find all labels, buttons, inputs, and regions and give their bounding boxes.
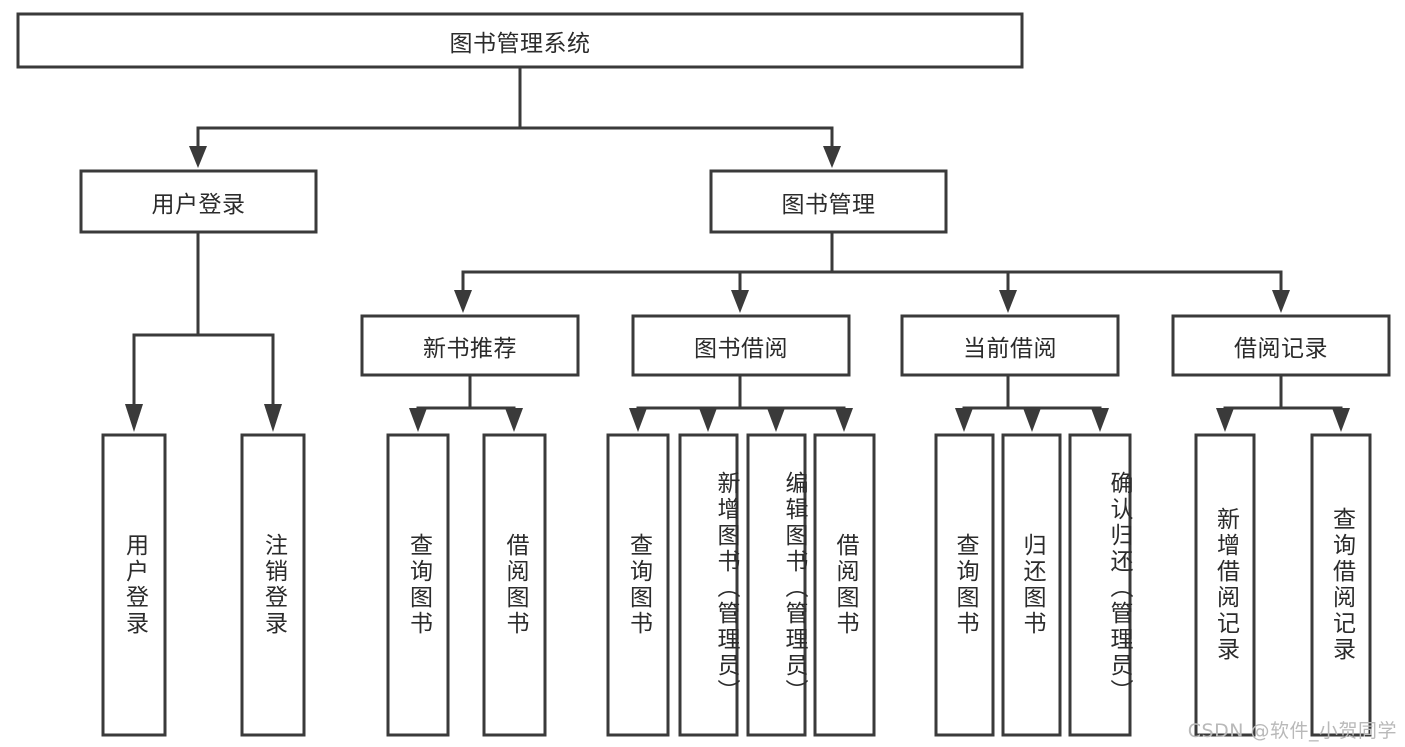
arrowhead-new-book-rec — [454, 290, 472, 313]
leaf-box-bb-borrow-book[interactable] — [813, 433, 876, 737]
node-borrow-record-box[interactable] — [1171, 314, 1391, 377]
leaf-box-cb-confirm-return[interactable] — [1068, 433, 1132, 737]
leaf-box-bb-query-book[interactable] — [606, 433, 670, 737]
leaf-box-bb-add-book[interactable] — [678, 433, 739, 737]
leaf-box-cb-query-book[interactable] — [934, 433, 995, 737]
arrowhead-leaf-logout — [264, 404, 282, 432]
arrowhead-br-leaf-2 — [1332, 408, 1350, 432]
node-user-login-box[interactable] — [79, 169, 318, 234]
arrowhead-bb-leaf-1 — [629, 408, 647, 432]
arrowhead-cb-leaf-3 — [1091, 408, 1109, 432]
arrowhead-leaf-user-login — [125, 404, 143, 432]
arrowhead-book-mgmt — [823, 146, 841, 168]
leaf-box-nb-query-book[interactable] — [386, 433, 450, 737]
arrowhead-borrow-record — [1272, 290, 1290, 313]
arrowhead-br-leaf-1 — [1216, 408, 1234, 432]
leaf-box-bb-edit-book[interactable] — [746, 433, 807, 737]
arrowhead-book-borrow — [731, 290, 749, 313]
arrowhead-bb-leaf-4 — [835, 408, 853, 432]
leaf-box-logout[interactable] — [240, 433, 306, 737]
arrowhead-nb-leaf-1 — [409, 408, 427, 432]
arrowhead-current-borrow — [999, 290, 1017, 313]
arrowhead-bb-leaf-2 — [699, 408, 717, 432]
arrowhead-cb-leaf-2 — [1023, 408, 1041, 432]
leaf-box-nb-borrow-book[interactable] — [482, 433, 547, 737]
arrowhead-bb-leaf-3 — [767, 408, 785, 432]
leaf-box-cb-return-book[interactable] — [1001, 433, 1062, 737]
watermark-text: CSDN @软件_小贺同学 — [1187, 720, 1397, 742]
node-book-borrow-box[interactable] — [631, 314, 851, 377]
leaf-box-br-add-record[interactable] — [1194, 433, 1256, 737]
arrowhead-cb-leaf-1 — [955, 408, 973, 432]
leaf-box-user-login[interactable] — [101, 433, 167, 737]
node-book-management-box[interactable] — [709, 169, 948, 234]
arrowhead-nb-leaf-2 — [505, 408, 523, 432]
node-new-book-recommend-box[interactable] — [360, 314, 580, 377]
node-root-box[interactable] — [16, 12, 1024, 69]
leaf-box-br-query-record[interactable] — [1310, 433, 1372, 737]
arrowhead-user-login — [189, 146, 207, 168]
node-current-borrow-box[interactable] — [900, 314, 1120, 377]
